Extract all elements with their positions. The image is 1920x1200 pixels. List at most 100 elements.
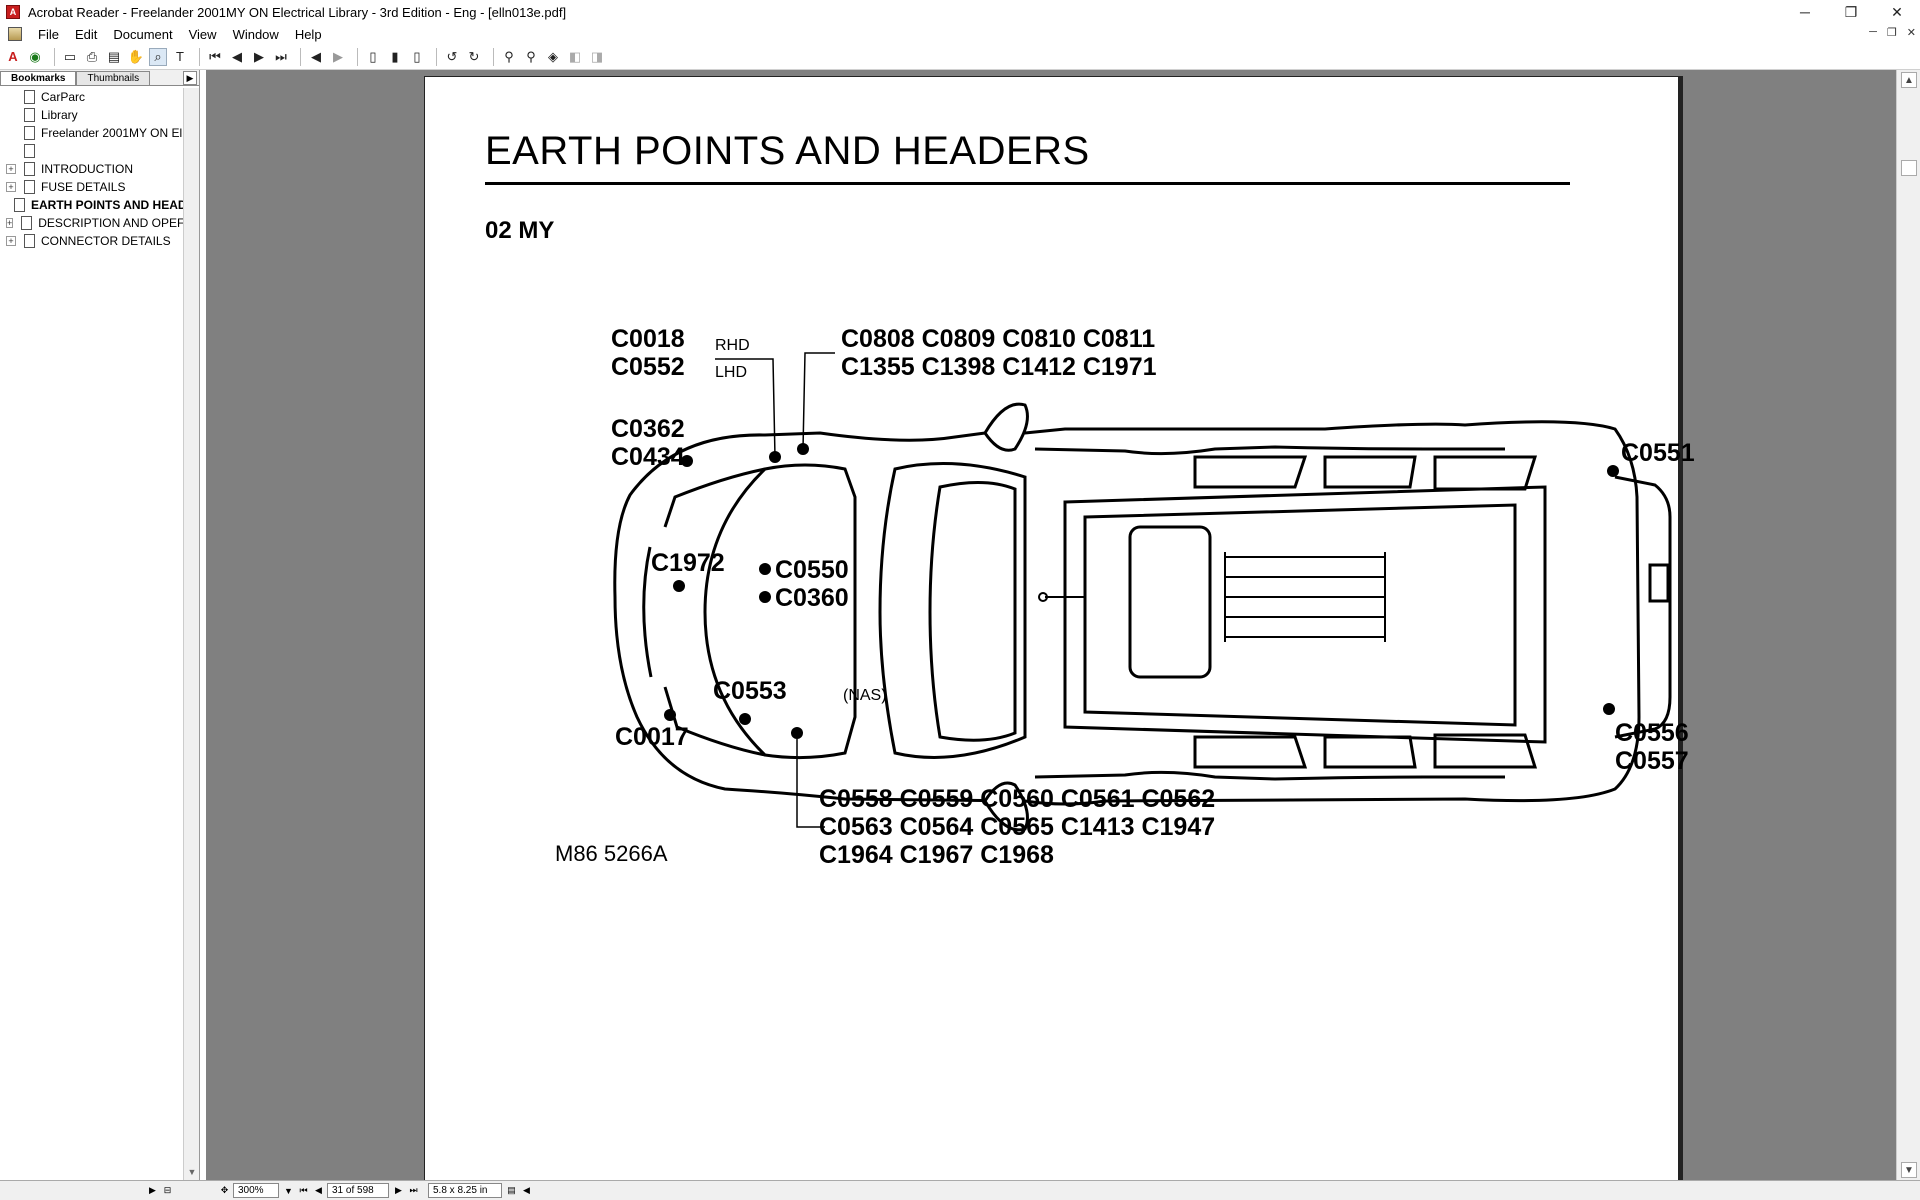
- tab-thumbnails[interactable]: Thumbnails: [76, 71, 151, 85]
- toolbar-separator: [54, 47, 55, 66]
- scroll-down-arrow-icon[interactable]: ▼: [1901, 1162, 1917, 1178]
- label-bottom-row3: C1964 C1967 C1968: [819, 841, 1054, 869]
- menu-help[interactable]: Help: [294, 26, 322, 42]
- page-icon: [24, 90, 35, 104]
- last-page-icon[interactable]: ⏭: [275, 48, 287, 64]
- go-back-icon[interactable]: ◀: [311, 48, 321, 64]
- rotate-left-icon[interactable]: ↺: [446, 48, 458, 64]
- bookmark-item-current[interactable]: EARTH POINTS AND HEAD: [0, 196, 187, 214]
- document-icon[interactable]: [8, 27, 22, 41]
- doc-close-button[interactable]: ✕: [1906, 27, 1916, 39]
- find-icon[interactable]: ⚲: [504, 48, 514, 64]
- toolbar: A ◉ ▭ ⎙ ▤ ✋ ⌕ T ⏮ ◀ ▶ ⏭ ◀ ▶ ▯ ▮ ▯ ↺ ↻ ⚲ …: [0, 44, 1920, 70]
- previous-page-icon[interactable]: ◀: [232, 48, 242, 64]
- page-number-field[interactable]: 31 of 598: [327, 1183, 389, 1198]
- bookmark-item[interactable]: +FUSE DETAILS: [0, 178, 183, 196]
- label-rhd: RHD: [715, 337, 750, 354]
- page-icon: [24, 108, 35, 122]
- next-page-icon[interactable]: ▶: [254, 48, 264, 64]
- menu-document[interactable]: Document: [113, 26, 173, 42]
- title-underline: [485, 182, 1570, 185]
- first-page-icon[interactable]: ⏮: [209, 48, 221, 64]
- bookmark-item[interactable]: +INTRODUCTION: [0, 160, 183, 178]
- bookmark-item[interactable]: +DESCRIPTION AND OPEF: [6, 216, 185, 230]
- next-page-button[interactable]: ▶: [395, 1185, 402, 1195]
- scrollbar-thumb[interactable]: [1901, 160, 1917, 176]
- expand-plus-icon[interactable]: +: [6, 182, 16, 192]
- menu-file[interactable]: File: [38, 26, 59, 42]
- toolbar-separator: [300, 47, 301, 66]
- pane-menu-arrow-icon[interactable]: ▶: [183, 71, 197, 85]
- fit-width-icon[interactable]: ▯: [413, 48, 421, 64]
- label-bottom-row1: C0558 C0559 C0560 C0561 C0562: [819, 785, 1215, 813]
- page-title: EARTH POINTS AND HEADERS: [485, 129, 1090, 173]
- document-scrollbar[interactable]: ▲ ▼: [1896, 70, 1920, 1180]
- search-icon[interactable]: ⚲: [526, 48, 536, 64]
- scroll-right-arrow-icon[interactable]: ▶: [149, 1185, 156, 1195]
- expand-plus-icon[interactable]: +: [6, 236, 16, 246]
- earth-points-diagram: C0018 C0552 C0808 C0809 C0810 C0811 C135…: [555, 325, 1695, 869]
- restore-button[interactable]: ❐: [1844, 3, 1858, 20]
- page-icon: [24, 126, 35, 140]
- label-lhd: LHD: [715, 364, 747, 381]
- scroll-left-arrow-icon[interactable]: ◀: [523, 1185, 530, 1195]
- move-handle-icon[interactable]: ✥: [220, 1185, 229, 1195]
- page-layout-icon[interactable]: ▤: [507, 1185, 516, 1195]
- doc-minimize-button[interactable]: ─: [1869, 26, 1877, 38]
- label-c0362: C0362: [611, 415, 685, 443]
- window-controls: ─ ❐ ✕: [1782, 0, 1920, 24]
- menu-edit[interactable]: Edit: [74, 26, 98, 42]
- print-icon[interactable]: ⎙: [86, 48, 98, 64]
- toolbar-separator: [199, 47, 200, 66]
- minimize-button[interactable]: ─: [1800, 4, 1810, 20]
- figure-reference: M86 5266A: [555, 841, 668, 866]
- bookmark-item[interactable]: +CONNECTOR DETAILS: [0, 232, 183, 250]
- show-hide-navigation-icon[interactable]: ▤: [107, 48, 121, 64]
- bookmark-item[interactable]: Freelander 2001MY ON El: [0, 124, 183, 142]
- tab-bookmarks[interactable]: Bookmarks: [0, 71, 77, 85]
- page-icon: [24, 180, 35, 194]
- label-c0550: C0550: [775, 556, 849, 584]
- menu-bar: File Edit Document View Window Help: [0, 24, 1920, 44]
- fit-page-icon[interactable]: ▮: [391, 48, 399, 64]
- next-highlight-icon[interactable]: ◨: [590, 48, 604, 64]
- doc-restore-button[interactable]: ❐: [1886, 27, 1897, 39]
- expand-plus-icon[interactable]: +: [6, 164, 16, 174]
- toolbar-separator: [357, 47, 358, 66]
- label-c0553: C0553: [713, 677, 787, 705]
- expand-plus-icon[interactable]: +: [6, 218, 14, 228]
- toolbar-separator: [493, 47, 494, 66]
- bookmark-item[interactable]: Library: [0, 106, 183, 124]
- zoom-dropdown-icon[interactable]: ▼: [284, 1185, 293, 1196]
- text-select-icon[interactable]: T: [176, 49, 184, 64]
- previous-page-button[interactable]: ◀: [315, 1185, 322, 1195]
- open-folder-icon[interactable]: ▭: [63, 48, 77, 64]
- page-icon: [14, 198, 25, 212]
- scroll-up-arrow-icon[interactable]: ▲: [1901, 72, 1917, 88]
- bookmark-item[interactable]: [0, 142, 183, 160]
- scroll-down-arrow-icon[interactable]: ▼: [187, 1167, 197, 1177]
- hand-tool-icon[interactable]: ✋: [127, 48, 145, 64]
- zoom-tool-icon[interactable]: ⌕: [149, 47, 167, 66]
- navigation-pane: Bookmarks Thumbnails ▶ CarParc Library F…: [0, 70, 200, 1180]
- first-page-button[interactable]: ⏮: [299, 1185, 308, 1195]
- zoom-field[interactable]: 300%: [233, 1183, 279, 1198]
- rotate-right-icon[interactable]: ↻: [468, 48, 480, 64]
- pane-resize-icon[interactable]: ⊟: [163, 1185, 172, 1195]
- search-results-icon[interactable]: ◈: [548, 48, 558, 64]
- actual-size-icon[interactable]: ▯: [369, 48, 377, 64]
- previous-highlight-icon[interactable]: ◧: [568, 48, 582, 64]
- go-forward-icon[interactable]: ▶: [333, 48, 343, 64]
- label-c0360: C0360: [775, 584, 849, 612]
- bookmark-scrollbar[interactable]: ▼: [183, 88, 199, 1180]
- close-button[interactable]: ✕: [1891, 3, 1903, 20]
- last-page-button[interactable]: ⏭: [409, 1185, 418, 1195]
- menu-view[interactable]: View: [188, 26, 217, 42]
- menu-window[interactable]: Window: [232, 26, 279, 42]
- bookmark-item[interactable]: CarParc: [0, 88, 183, 106]
- label-c0552: C0552: [611, 353, 685, 381]
- document-view[interactable]: EARTH POINTS AND HEADERS 02 MY: [206, 70, 1896, 1196]
- document-window-controls: ─ ❐ ✕: [1869, 26, 1916, 39]
- web-icon[interactable]: ◉: [29, 48, 41, 64]
- page-icon: [21, 216, 33, 230]
